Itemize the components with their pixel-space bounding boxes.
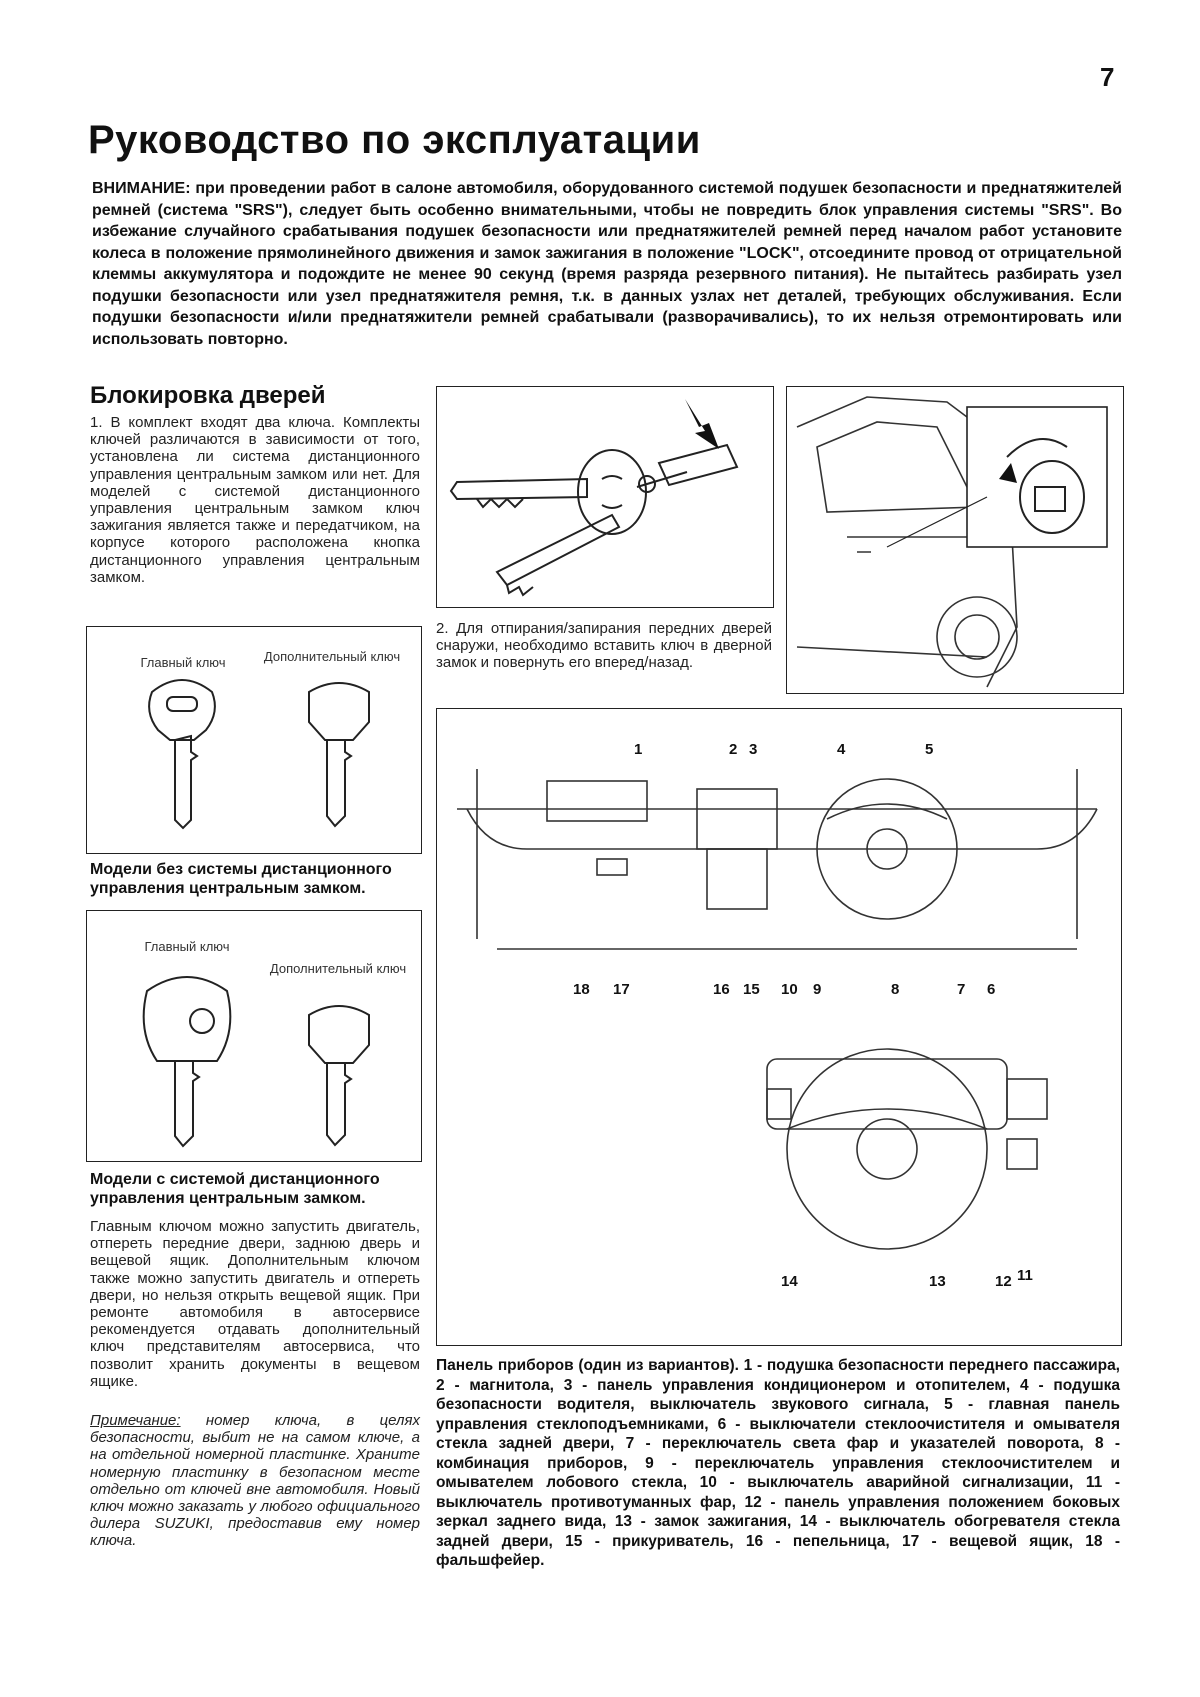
label-2: 2 (729, 741, 738, 758)
dashboard-caption: Панель приборов (один из вариантов). 1 -… (436, 1357, 1120, 1569)
label-4: 4 (837, 741, 846, 758)
label-14: 14 (781, 1273, 798, 1290)
label-17: 17 (613, 981, 630, 998)
label-11: 11 (1017, 1267, 1033, 1284)
label-8: 8 (891, 981, 900, 998)
label-13: 13 (929, 1273, 946, 1290)
door-lock-figure (786, 386, 1124, 694)
label-7: 7 (957, 981, 966, 998)
dashboard-figure: 1 2 3 4 5 18 17 16 15 10 9 8 7 6 14 13 1… (436, 708, 1122, 1346)
warning-lead: ВНИМАНИЕ: (92, 180, 191, 197)
note-label: Примечание: (90, 1412, 181, 1429)
keys-drawing-no-remote (148, 679, 370, 830)
dashboard-drawing (457, 769, 1098, 1250)
paragraph-1: 1. В комплект входят два ключа. Комплект… (90, 414, 420, 586)
warning-block: ВНИМАНИЕ: при проведении работ в салоне … (92, 178, 1122, 350)
label-5: 5 (925, 741, 934, 758)
extra-key-label: Дополнительный ключ (263, 649, 401, 664)
paragraph-2: 2. Для отпирания/запирания передних двер… (436, 620, 772, 672)
keys-caption-no-remote: Модели без системы дистанционного управл… (90, 861, 392, 897)
keys-drawing-remote (142, 976, 370, 1148)
section-title: Блокировка дверей (90, 382, 326, 409)
keys-figure-no-remote: Главный ключ Дополнительный ключ (86, 626, 422, 854)
paragraph-3: Главным ключом можно запустить двигатель… (90, 1218, 420, 1390)
label-16: 16 (713, 981, 730, 998)
extra-key-label-2: Дополнительный ключ (269, 961, 407, 976)
label-9: 9 (813, 981, 822, 998)
label-18: 18 (573, 981, 590, 998)
keys-caption-remote: Модели с системой дистанционного управле… (90, 1171, 380, 1207)
main-key-label-2: Главный ключ (144, 939, 230, 954)
page-title: Руководство по эксплуатации (88, 118, 701, 162)
car-door-illustration (796, 396, 1108, 688)
label-3: 3 (749, 741, 758, 758)
label-10: 10 (781, 981, 798, 998)
page-number: 7 (1100, 62, 1115, 92)
warning-text: при проведении работ в салоне автомобиля… (92, 180, 1122, 348)
keys-figure-remote: Главный ключ Дополнительный ключ (86, 910, 422, 1162)
key-note: Примечание: номер ключа, в целях безопас… (90, 1412, 420, 1550)
main-key-label: Главный ключ (140, 655, 226, 670)
label-6: 6 (987, 981, 996, 998)
keys-illustration (449, 399, 739, 597)
label-1: 1 (634, 741, 643, 758)
label-15: 15 (743, 981, 760, 998)
note-text: номер ключа, в целях безопасности, выбит… (90, 1412, 420, 1550)
keys-figure (436, 386, 774, 608)
label-12: 12 (995, 1273, 1012, 1290)
